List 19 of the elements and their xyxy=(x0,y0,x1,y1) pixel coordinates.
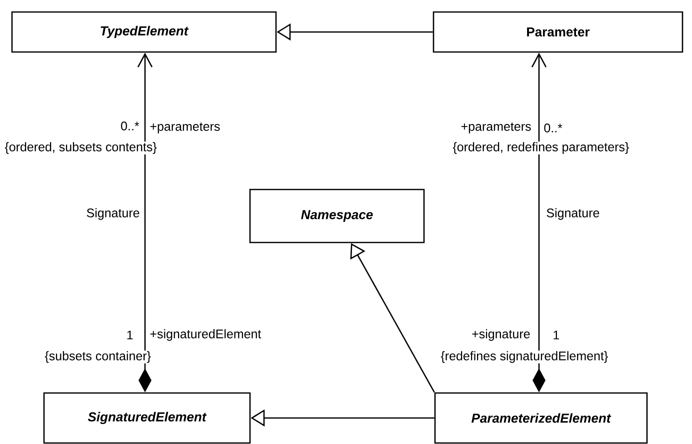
abstract-class-box: ParameterizedElement xyxy=(434,392,648,444)
constraint-label: {ordered, redefines parameters} xyxy=(452,142,630,154)
class-box: Parameter xyxy=(432,11,684,53)
multiplicity: 1 xyxy=(552,330,560,340)
multiplicity: 1 xyxy=(126,330,134,340)
constraint-label: {subsets container} xyxy=(44,350,152,364)
association-label: Signature xyxy=(85,207,141,221)
abstract-class-box: Namespace xyxy=(249,188,425,244)
constraint-label: {redefines signaturedElement} xyxy=(440,350,609,364)
role-name: +parameters xyxy=(460,122,532,134)
association-label: Signature xyxy=(545,207,601,221)
role-name: +signaturedElement xyxy=(149,328,262,342)
constraint-label: {ordered, subsets contents} xyxy=(4,142,158,154)
multiplicity: 0..* xyxy=(543,123,563,133)
multiplicity: 0..* xyxy=(120,121,140,131)
role-name: +parameters xyxy=(149,122,221,134)
abstract-class-box: TypedElement xyxy=(11,11,277,53)
role-name: +signature xyxy=(471,328,531,342)
abstract-class-box: SignaturedElement xyxy=(43,392,251,444)
